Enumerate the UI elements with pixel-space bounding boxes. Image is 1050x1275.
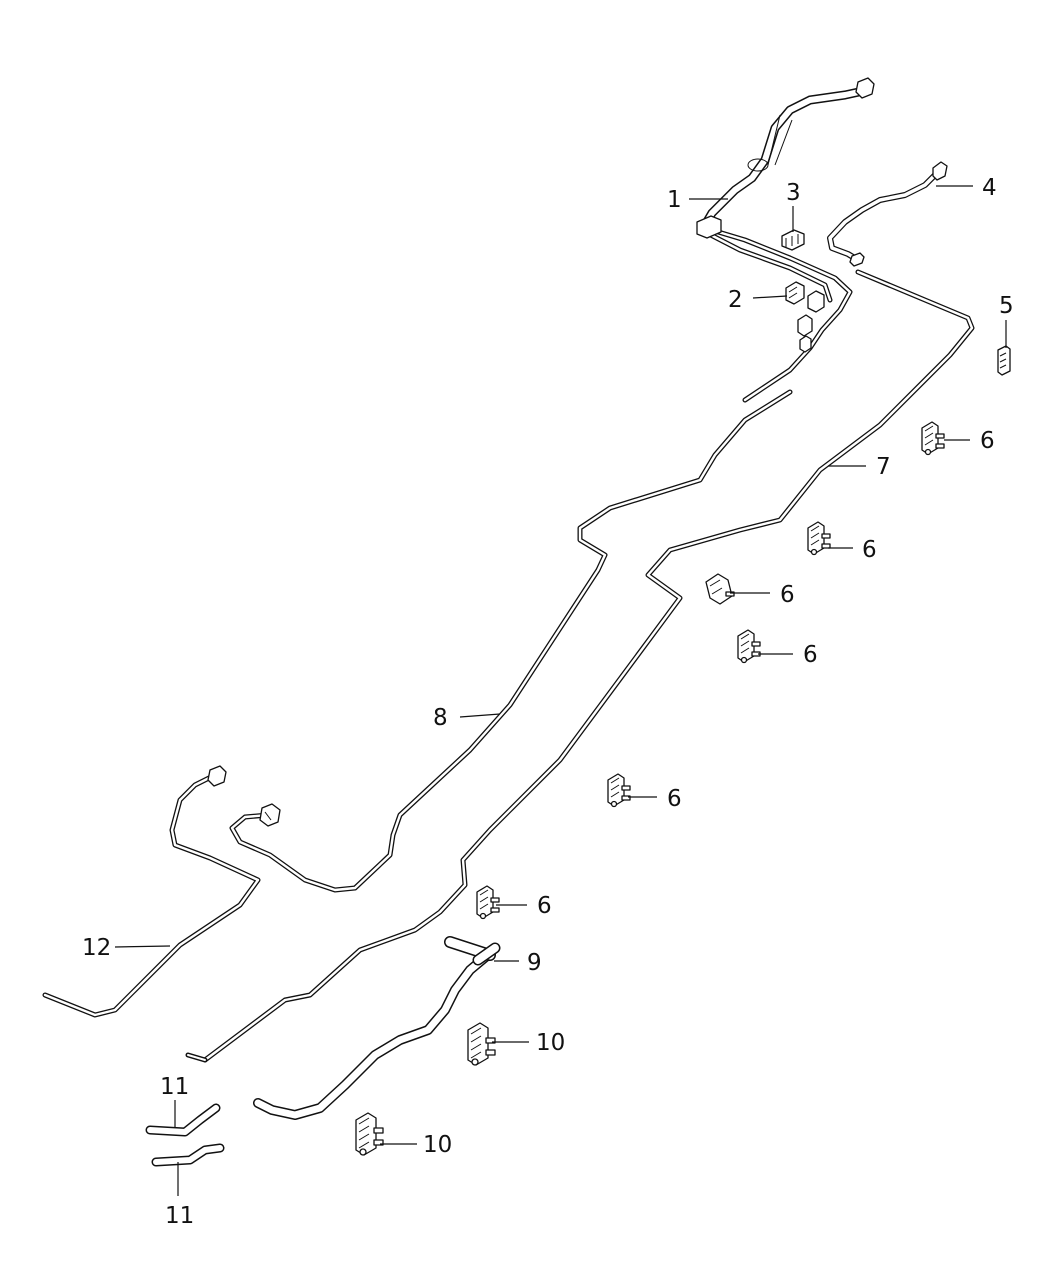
clip-3: [781, 229, 805, 251]
brake-line-7: [185, 269, 975, 1063]
callout-10-a: 10: [536, 1030, 565, 1056]
clip-6-f: [476, 885, 500, 920]
tube-bundle-1: [696, 77, 875, 403]
callout-6-b: 6: [862, 537, 877, 563]
callout-6-e: 6: [667, 786, 682, 812]
clip-6-e: [607, 773, 631, 808]
callout-6-a: 6: [980, 428, 995, 454]
hose-11-a: [145, 1103, 221, 1137]
clip-10-a: [467, 1022, 496, 1066]
callout-9: 9: [527, 950, 542, 976]
leader-12: [114, 945, 171, 948]
clip-5: [997, 345, 1011, 376]
callout-6-c: 6: [780, 582, 795, 608]
callout-10-b: 10: [423, 1132, 452, 1158]
leader-2: [752, 295, 788, 299]
callout-5: 5: [999, 293, 1014, 319]
callout-11-b: 11: [165, 1203, 194, 1229]
callout-6-f: 6: [537, 893, 552, 919]
callout-6-d: 6: [803, 642, 818, 668]
clip-6-a: [921, 421, 945, 456]
callout-3: 3: [786, 180, 801, 206]
callout-12: 12: [82, 935, 111, 961]
brake-line-8: [229, 389, 793, 893]
hose-4: [827, 161, 948, 267]
callout-1: 1: [667, 187, 682, 213]
hose-9: [253, 936, 501, 1120]
clip-2: [785, 281, 805, 305]
clip-6-c: [705, 573, 735, 605]
callout-4: 4: [982, 175, 997, 201]
callout-8: 8: [433, 705, 448, 731]
leader-8: [459, 713, 501, 718]
hose-11-b: [151, 1143, 225, 1167]
clip-10-b: [355, 1112, 384, 1156]
callout-11-a: 11: [160, 1074, 189, 1100]
callout-2: 2: [728, 287, 743, 313]
clip-6-b: [807, 521, 831, 556]
clip-6-d: [737, 629, 761, 664]
callout-7: 7: [876, 454, 891, 480]
brake-line-12: [42, 765, 261, 1018]
